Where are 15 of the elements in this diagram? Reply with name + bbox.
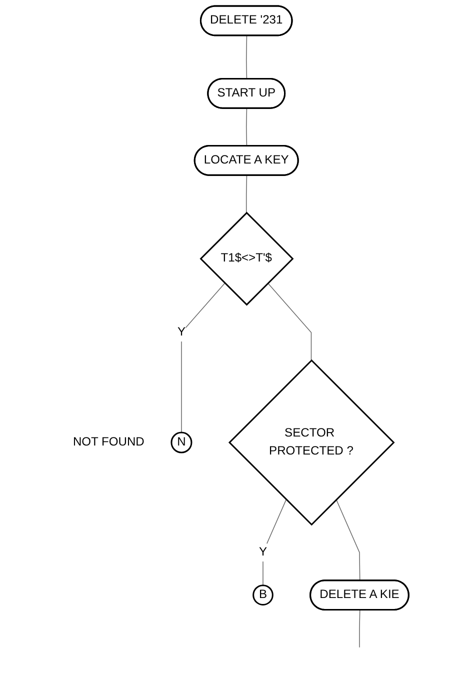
node-diamond: T1$<>T'$ [200, 212, 294, 306]
node-label: NOT FOUND [72, 436, 144, 449]
connector [246, 35, 248, 80]
node-circle: N [170, 432, 192, 454]
edge-label: Y [258, 546, 268, 558]
connector [267, 282, 312, 361]
node-diamond: SECTOR PROTECTED ? [228, 359, 395, 526]
node-circle: B [252, 584, 274, 606]
connector [246, 108, 248, 146]
connector [336, 499, 360, 582]
connector [262, 499, 287, 586]
connector [359, 610, 360, 648]
edge-label: Y [177, 326, 186, 339]
connector [181, 282, 226, 433]
connector [246, 175, 248, 214]
